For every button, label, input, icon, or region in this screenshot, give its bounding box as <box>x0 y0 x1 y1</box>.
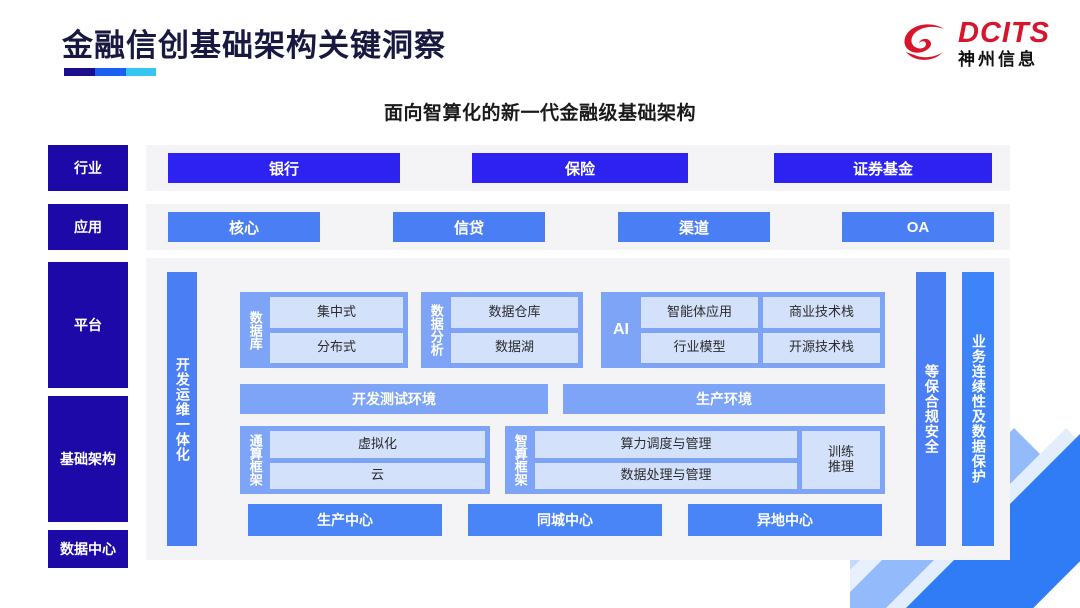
cell-training-inference[interactable]: 训练 推理 <box>802 431 880 489</box>
group-general-compute-framework: 通算框架 虚拟化 云 <box>240 426 490 494</box>
layer-label-infrastructure: 基础架构 <box>48 396 128 522</box>
env-bar-production[interactable]: 生产环境 <box>563 384 885 414</box>
layer-label-industry: 行业 <box>48 145 128 191</box>
layer-label-datacenter: 数据中心 <box>48 530 128 568</box>
cell-virtualization[interactable]: 虚拟化 <box>270 431 485 458</box>
application-chip-core[interactable]: 核心 <box>168 212 320 242</box>
application-chip-oa[interactable]: OA <box>842 212 994 242</box>
cell-data-warehouse[interactable]: 数据仓库 <box>451 297 578 328</box>
application-chip-credit[interactable]: 信贷 <box>393 212 545 242</box>
cell-distributed[interactable]: 分布式 <box>270 332 403 363</box>
pillar-business-continuity-data-protection: 业务连续性及数据保护 <box>962 272 994 546</box>
group-ai: AI 智能体应用 商业技术栈 行业模型 开源技术栈 <box>601 292 885 368</box>
group-label-ai: AI <box>613 320 629 338</box>
group-database: 数据库 集中式 分布式 <box>240 292 408 368</box>
layer-label-platform: 平台 <box>48 262 128 388</box>
dcits-swirl-icon <box>900 18 950 68</box>
application-chip-channel[interactable]: 渠道 <box>618 212 770 242</box>
dc-bar-production-center[interactable]: 生产中心 <box>248 504 442 536</box>
dc-bar-remote-center[interactable]: 异地中心 <box>688 504 882 536</box>
cell-data-processing-management[interactable]: 数据处理与管理 <box>535 462 797 489</box>
env-bar-dev-test[interactable]: 开发测试环境 <box>240 384 548 414</box>
industry-chip-securities-fund[interactable]: 证券基金 <box>774 153 992 183</box>
group-intelligent-compute-framework: 智算框架 算力调度与管理 数据处理与管理 训练 推理 <box>505 426 885 494</box>
group-label-general-compute-framework: 通算框架 <box>247 434 263 486</box>
page-title: 金融信创基础架构关键洞察 <box>62 28 446 63</box>
cell-centralized[interactable]: 集中式 <box>270 297 403 328</box>
cell-commercial-tech-stack[interactable]: 商业技术栈 <box>763 297 880 328</box>
cell-cloud[interactable]: 云 <box>270 462 485 489</box>
logo-wordmark-cn: 神州信息 <box>958 49 1038 69</box>
dc-bar-metro-center[interactable]: 同城中心 <box>468 504 662 536</box>
group-label-data-analytics: 数据分析 <box>428 304 444 356</box>
cell-opensource-tech-stack[interactable]: 开源技术栈 <box>763 332 880 363</box>
brand-logo: DCITS 神州信息 <box>900 18 1050 68</box>
group-data-analytics: 数据分析 数据仓库 数据湖 <box>421 292 583 368</box>
diagram-subtitle: 面向智算化的新一代金融级基础架构 <box>383 103 696 124</box>
group-label-database: 数据库 <box>247 310 263 350</box>
pillar-compliance-security: 等保合规安全 <box>916 272 946 546</box>
industry-chip-bank[interactable]: 银行 <box>168 153 400 183</box>
layer-label-application: 应用 <box>48 204 128 250</box>
cell-industry-model[interactable]: 行业模型 <box>641 332 758 363</box>
logo-wordmark-en: DCITS <box>958 16 1050 49</box>
industry-chip-insurance[interactable]: 保险 <box>472 153 688 183</box>
title-accent-rule <box>64 68 156 76</box>
group-label-intelligent-compute-framework: 智算框架 <box>512 434 528 486</box>
pillar-devops-integration: 开发运维一体化 <box>167 272 197 546</box>
cell-compute-scheduling-management[interactable]: 算力调度与管理 <box>535 431 797 458</box>
cell-data-lake[interactable]: 数据湖 <box>451 332 578 363</box>
cell-agent-application[interactable]: 智能体应用 <box>641 297 758 328</box>
